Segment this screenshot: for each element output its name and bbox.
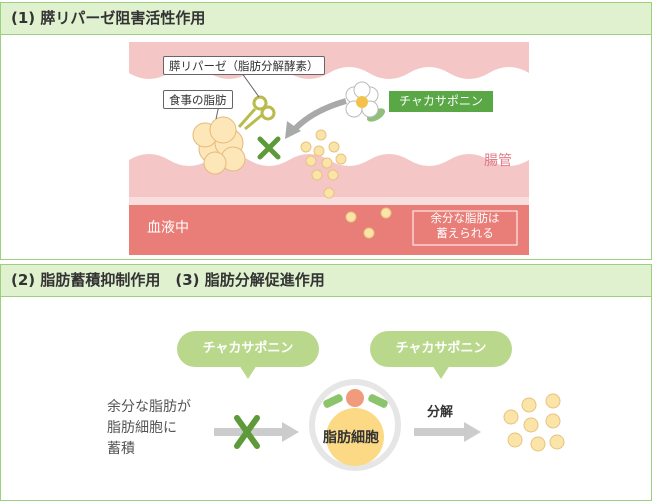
saponin-bubble-left: チャカサポニン	[177, 331, 319, 379]
lipase-label: 膵リパーゼ（脂肪分解酵素）	[163, 56, 325, 75]
saponin-bubble-right: チャカサポニン	[370, 331, 512, 379]
stored-note-line2: 蓄えられる	[436, 226, 494, 240]
block-x-icon	[234, 415, 260, 449]
lipase-scissors-icon	[237, 95, 276, 131]
dietary-fat-lump	[192, 116, 246, 175]
desc-line1: 余分な脂肪が	[107, 399, 191, 415]
fat-droplets	[300, 129, 392, 239]
stored-fat-note: 余分な脂肪は 蓄えられる	[413, 211, 517, 241]
tea-flower-icon	[345, 81, 386, 122]
intestine-label: 腸管	[484, 153, 512, 169]
panel-fat-storage-breakdown: (2) 脂肪蓄積抑制作用 (3) 脂肪分解促進作用 チャカサポニン チャカサポニ…	[0, 264, 652, 501]
fat-cell-diagram	[214, 379, 565, 471]
excess-fat-description: 余分な脂肪が 脂肪細胞に 蓄積	[107, 397, 191, 460]
breakdown-label: 分解	[427, 405, 454, 420]
inhibit-x-icon	[257, 136, 281, 160]
fat-cell-icon	[309, 379, 401, 471]
dietary-fat-label: 食事の脂肪	[163, 90, 233, 109]
section2-title: (2) 脂肪蓄積抑制作用 (3) 脂肪分解促進作用	[1, 265, 651, 297]
desc-line2: 脂肪細胞に	[107, 420, 177, 436]
stored-note-line1: 余分な脂肪は	[430, 211, 500, 225]
section1-title: (1) 膵リパーゼ阻害活性作用	[1, 3, 651, 35]
saponin-tag: チャカサポニン	[389, 91, 493, 112]
desc-line3: 蓄積	[107, 441, 135, 457]
released-fat-droplets	[503, 393, 565, 452]
panel-lipase-inhibition: (1) 膵リパーゼ阻害活性作用	[0, 2, 652, 260]
intestine-diagram	[129, 42, 529, 255]
fat-cell-label: 脂肪細胞	[323, 430, 379, 446]
blood-label: 血液中	[147, 220, 189, 236]
